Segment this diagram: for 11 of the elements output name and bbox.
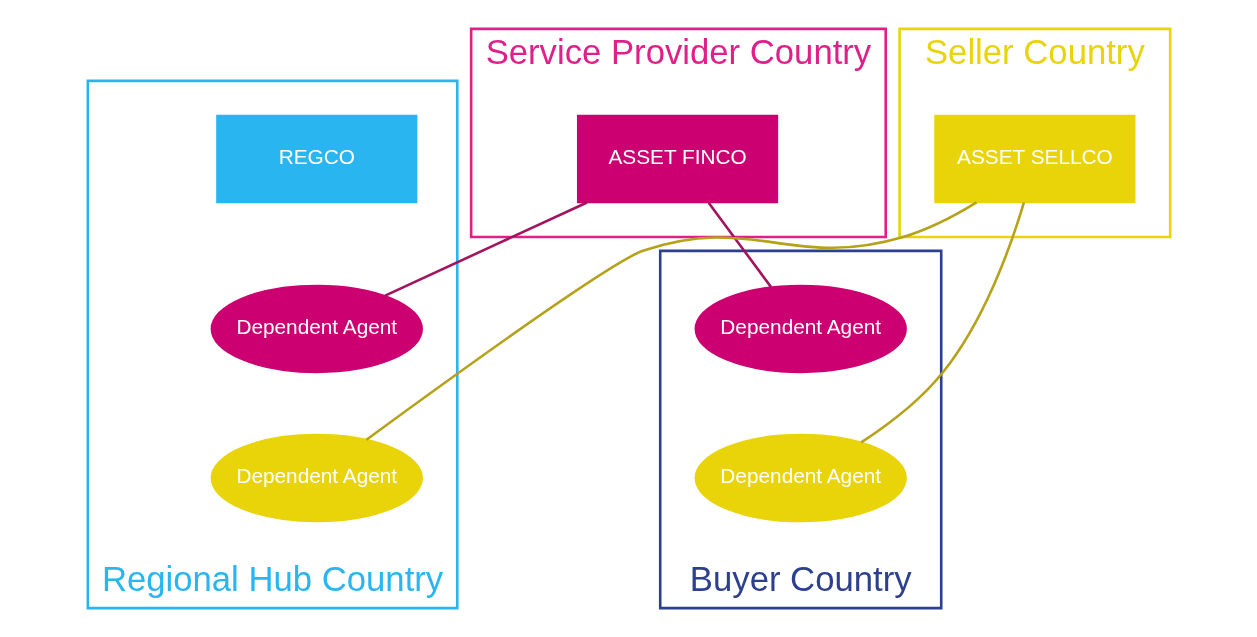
connector: [365, 201, 977, 441]
node-ellipse: Dependent Agent: [210, 284, 423, 374]
node-ellipse: Dependent Agent: [694, 433, 907, 523]
node-box: ASSET FINCO: [576, 114, 778, 204]
node-box: REGCO: [215, 114, 417, 204]
node-box: ASSET SELLCO: [933, 114, 1135, 204]
node-ellipse: Dependent Agent: [210, 433, 423, 523]
connector: [384, 201, 588, 297]
connector: [707, 201, 772, 288]
connector: [860, 201, 1025, 444]
node-ellipse: Dependent Agent: [694, 284, 907, 374]
